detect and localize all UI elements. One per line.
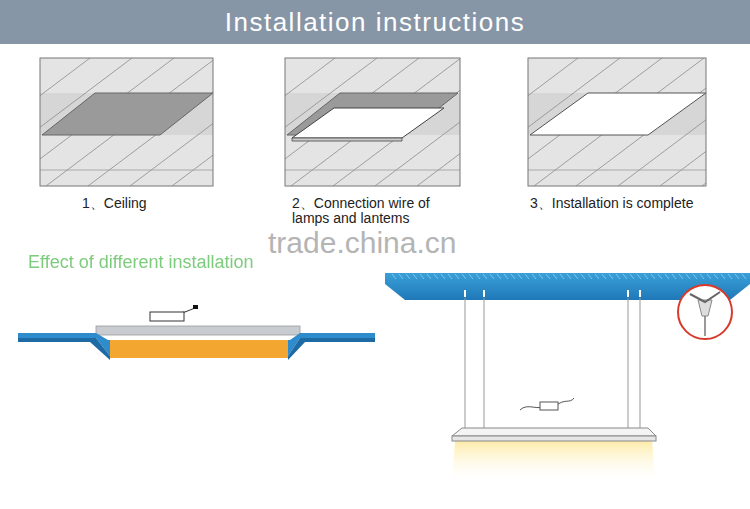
lit-panel [110, 340, 288, 358]
slab-hatch [700, 274, 704, 279]
ceiling-stripe [291, 58, 460, 186]
slab-hatch [420, 274, 424, 279]
slab-hatch [497, 274, 501, 279]
slab-hatch [714, 274, 718, 279]
driver-box [150, 312, 184, 321]
slab-hatch [539, 274, 543, 279]
slab-hatch [546, 274, 550, 279]
slab-hatch [595, 274, 599, 279]
slab-hatch [525, 274, 529, 279]
suspended-panel [452, 428, 656, 436]
ceiling-stripe [702, 58, 706, 186]
slab-hatch [686, 274, 690, 279]
label-holder: 1、Ceiling [82, 196, 222, 211]
driver-box [540, 402, 558, 410]
slab-hatch [735, 274, 739, 279]
slab-hatch [476, 274, 480, 279]
slab-hatch [392, 274, 396, 279]
watermark: trade.china.cn [268, 226, 498, 259]
slab-hatch [693, 274, 697, 279]
slab-hatch [490, 274, 494, 279]
slab-hatch [406, 274, 410, 279]
step-caption: 2、Connection wire of lamps and lantems [292, 196, 452, 227]
slab-hatch [644, 274, 648, 279]
ceiling-panel [40, 58, 213, 186]
label-holder: trade.china.cn [268, 226, 498, 259]
slab-hatch [483, 274, 487, 279]
ceiling-opening [42, 93, 213, 135]
slab-hatch [469, 274, 473, 279]
step-caption: 1、Ceiling [82, 196, 222, 211]
slab-hatch [616, 274, 620, 279]
slab-hatch [399, 274, 403, 279]
led-panel [292, 108, 444, 138]
panel-housing [96, 326, 300, 335]
slab-hatch [679, 274, 683, 279]
slab-hatch [721, 274, 725, 279]
slab-hatch [441, 274, 445, 279]
slab-hatch [560, 274, 564, 279]
title-holder: Installation instructions [0, 0, 750, 44]
slab-hatch [623, 274, 627, 279]
recessed-install [18, 305, 375, 360]
slab-hatch [574, 274, 578, 279]
slab-hatch [602, 274, 606, 279]
slab-hatch [581, 274, 585, 279]
panel-border [40, 58, 213, 186]
detail-callout [678, 285, 732, 339]
page-title: Installation instructions [225, 7, 526, 38]
slab-hatch [532, 274, 536, 279]
label-holder: Effect of different installation [28, 253, 328, 273]
slab-hatch [665, 274, 669, 279]
slab-hatch [567, 274, 571, 279]
slab-hatch [413, 274, 417, 279]
section-heading: Effect of different installation [28, 253, 328, 273]
slab-hatch [609, 274, 613, 279]
panel-border [285, 58, 460, 186]
slab-hatch [728, 274, 732, 279]
slab-hatch [511, 274, 515, 279]
slab-hatch [455, 274, 459, 279]
slab-hatch [504, 274, 508, 279]
slab-hatch [637, 274, 641, 279]
ceiling-panel [285, 58, 460, 186]
ceiling-seam [528, 170, 706, 171]
slab-hatch [462, 274, 466, 279]
slab-texture [392, 274, 746, 279]
light-glow [452, 440, 655, 480]
step-caption: 3、Installation is complete [530, 196, 730, 211]
slab-hatch [651, 274, 655, 279]
label-holder: 2、Connection wire of lamps and lantems [292, 196, 452, 227]
ceiling-seam [40, 170, 213, 171]
ceiling-stripe [172, 58, 213, 186]
slab-hatch [553, 274, 557, 279]
installed-panel [530, 93, 706, 135]
label-holder: 3、Installation is complete [530, 196, 730, 211]
ceiling-seam [285, 170, 460, 171]
slab-hatch [427, 274, 431, 279]
slab-hatch [588, 274, 592, 279]
slab-hatch [658, 274, 662, 279]
slab-hatch [672, 274, 676, 279]
ceiling-panel [528, 58, 706, 186]
slab-hatch [434, 274, 438, 279]
slab-hatch [448, 274, 452, 279]
suspended-install [385, 273, 750, 480]
panel-edge [292, 138, 402, 141]
header-bar [0, 0, 750, 44]
slab-hatch [707, 274, 711, 279]
slab-hatch [742, 274, 746, 279]
ceiling-stripe [660, 58, 706, 186]
slab-hatch [630, 274, 634, 279]
slab-hatch [518, 274, 522, 279]
panel-border [528, 58, 706, 186]
